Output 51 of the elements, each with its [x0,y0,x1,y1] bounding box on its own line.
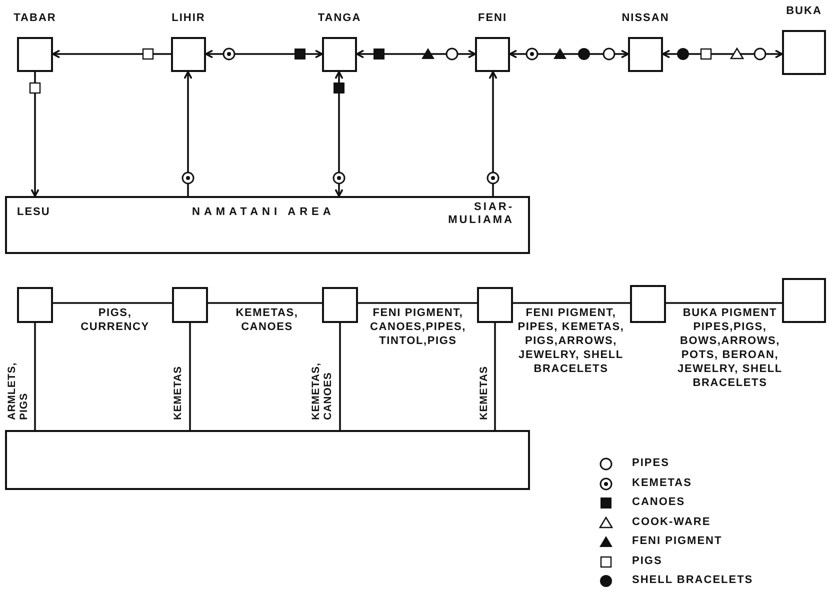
island-name: LIHIR [172,12,206,25]
island-box [172,287,208,323]
arrow [356,50,476,58]
edge-label: KEMETAS [172,366,184,420]
island-box [630,285,666,323]
connector-line [666,302,782,304]
edge-label: PIGS, CURRENCY [80,306,150,334]
arrow [52,50,171,58]
legend-label: SHELL BRACELETS [632,574,754,586]
island-box [782,278,826,323]
area-name: LESU [17,206,50,219]
arrow [488,71,498,196]
arrow [30,72,40,197]
island-box [477,287,513,323]
arrow [205,50,323,58]
legend-label: CANOES [632,496,686,508]
edge-label: BUKA PIGMENT PIPES,PIGS, BOWS,ARROWS, POTS, BEROAN, JEWELRY, SHELL BRACELETS [676,306,784,390]
connector-line [208,302,322,304]
connector-line [53,302,172,304]
connector-line [513,302,630,304]
edge-label: KEMETAS [478,366,490,420]
edge-label: KEMETAS, CANOES [234,306,300,334]
legend-label: PIPES [632,457,670,469]
legend-label: PIGS [632,554,662,566]
arrow [334,71,344,197]
edge-label: FENI PIGMENT, CANOES,PIPES, TINTOL,PIGS [369,306,467,348]
legend-label: FENI PIGMENT [632,535,722,547]
connector-line [34,323,36,430]
island-name: NISSAN [622,12,670,25]
connector-line [494,323,496,430]
island-box [322,287,358,323]
legend-label: COOK-WARE [632,516,711,528]
arrow [184,71,192,196]
legend-label: KEMETAS [632,476,692,488]
island-box [17,287,53,323]
arrow [662,50,783,58]
area-band [5,430,530,490]
area-name: NAMATANI AREA [192,206,335,219]
connector-line [358,302,477,304]
edge-label: KEMETAS, CANOES [310,362,334,420]
island-name: TABAR [14,12,56,25]
connector-line [189,323,191,430]
island-name: TANGA [318,12,362,25]
island-name: FENI [478,12,508,25]
edge-label: FENI PIGMENT, PIPES, KEMETAS, PIGS,ARROWS, JEWELRY, SHELL BRACELETS [516,306,626,376]
area-name: SIAR- MULIAMA [447,201,514,227]
edge-label: ARMLETS, PIGS [6,361,30,420]
arrow [509,50,629,58]
island-name: BUKA [786,5,822,18]
connector-line [339,323,341,430]
area-band [5,196,530,254]
